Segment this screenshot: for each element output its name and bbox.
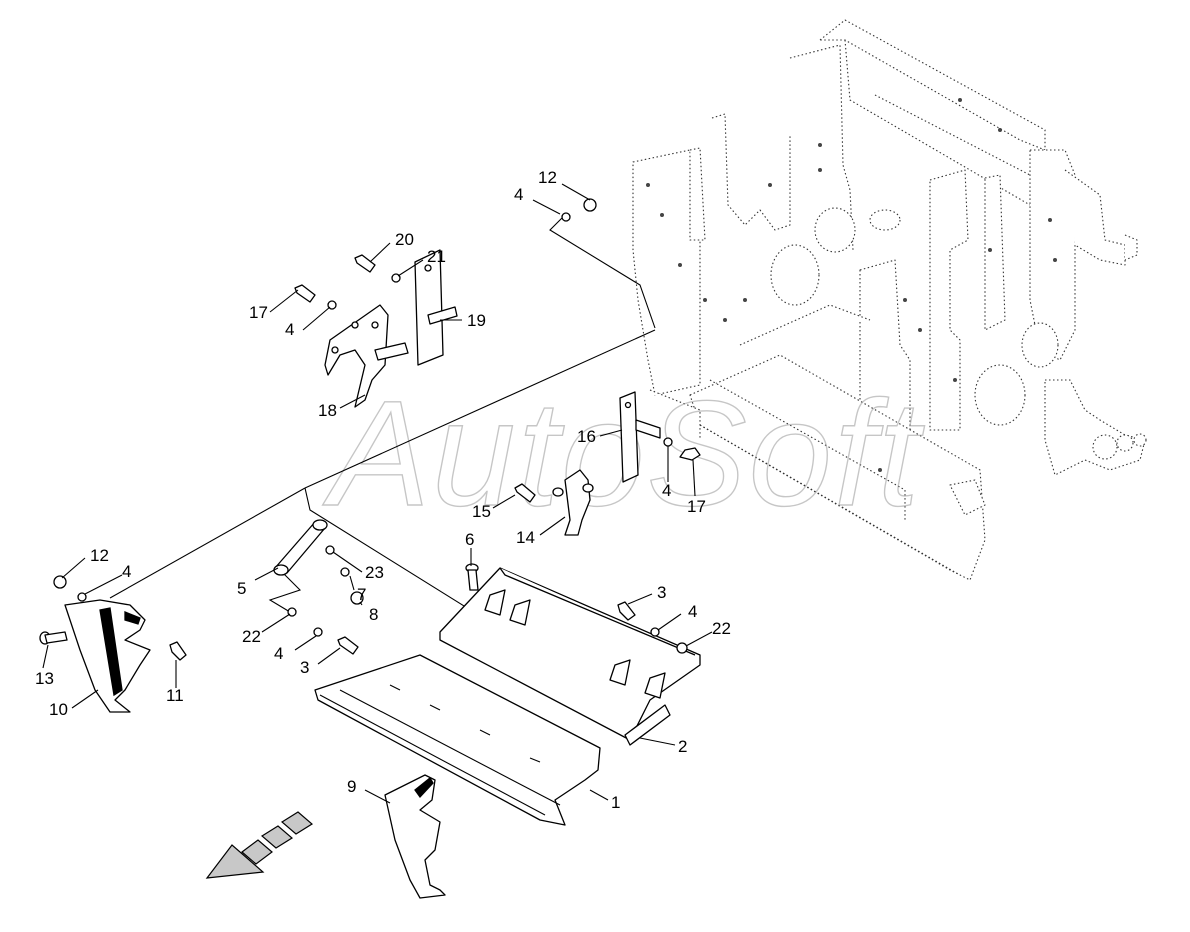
direction-of-travel-arrow-icon xyxy=(205,811,314,879)
callout-12-left: 12 xyxy=(90,546,109,565)
callout-4-lower: 4 xyxy=(274,644,283,663)
part-10-left-bracket xyxy=(64,599,151,713)
callout-6: 6 xyxy=(465,530,474,549)
callout-4-top: 4 xyxy=(514,185,523,204)
part-1-deflector-plate xyxy=(314,654,601,826)
nut-12-top-icon xyxy=(583,198,597,212)
callout-13: 13 xyxy=(35,669,54,688)
callout-17-right: 17 xyxy=(687,497,706,516)
machine-frame xyxy=(632,19,1147,581)
part-2-channel-plate xyxy=(439,567,701,746)
callout-19: 19 xyxy=(467,311,486,330)
callout-4-left: 4 xyxy=(122,562,131,581)
callout-21: 21 xyxy=(427,247,446,266)
callout-10: 10 xyxy=(49,700,68,719)
callout-18: 18 xyxy=(318,401,337,420)
callout-12-top: 12 xyxy=(538,168,557,187)
callout-2: 2 xyxy=(678,737,687,756)
callout-16: 16 xyxy=(577,427,596,446)
callout-11: 11 xyxy=(166,686,184,705)
part-5-link xyxy=(273,519,328,576)
callout-14: 14 xyxy=(516,528,535,547)
callout-1: 1 xyxy=(611,793,620,812)
callout-3-left: 3 xyxy=(300,658,309,677)
callout-4-upper-left: 4 xyxy=(285,320,294,339)
part-19-strap-plate xyxy=(414,249,458,366)
callout-8: 8 xyxy=(369,605,378,624)
part-14-bracket xyxy=(552,469,594,536)
callout-17-left: 17 xyxy=(249,303,268,322)
part-9-bracket xyxy=(384,774,446,899)
callout-7: 7 xyxy=(357,585,366,604)
callout-22-right: 22 xyxy=(712,619,731,638)
callout-5: 5 xyxy=(237,579,246,598)
callout-9: 9 xyxy=(347,777,356,796)
part-16-plate xyxy=(619,391,661,483)
callout-22-left: 22 xyxy=(242,627,261,646)
callout-3-right: 3 xyxy=(657,583,666,602)
callout-15: 15 xyxy=(472,502,491,521)
callout-leaders xyxy=(42,183,713,804)
callout-4-right: 4 xyxy=(688,602,697,621)
part-18-bracket xyxy=(324,304,409,408)
fasteners xyxy=(39,198,701,661)
callout-4-mid: 4 xyxy=(662,481,671,500)
callout-23: 23 xyxy=(365,563,384,582)
callout-20: 20 xyxy=(395,230,414,249)
callout-labels: 12 4 20 21 17 4 19 18 16 4 17 15 14 6 12… xyxy=(35,168,731,812)
